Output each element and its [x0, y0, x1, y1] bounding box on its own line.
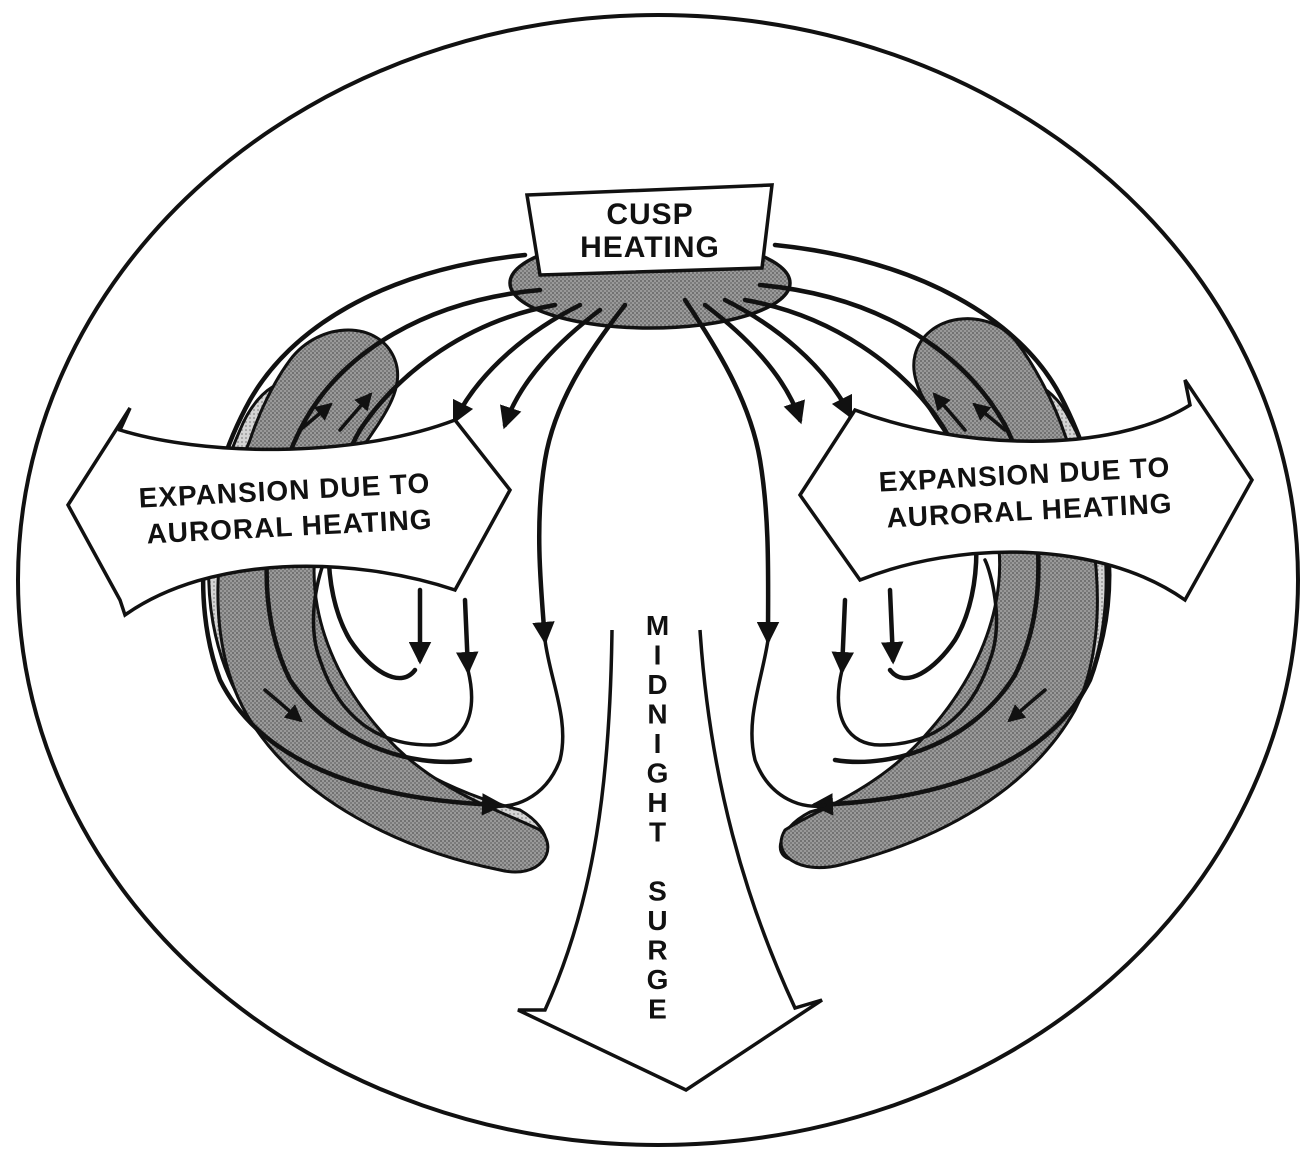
surge-letter: G	[647, 964, 670, 995]
surge-letter: I	[654, 728, 663, 759]
surge-letter: G	[647, 758, 670, 789]
surge-letter: H	[647, 787, 668, 818]
surge-letter: D	[647, 669, 668, 700]
cusp-label-line-2: HEATING	[580, 231, 720, 264]
surge-letter: R	[647, 935, 668, 966]
surge-letter: U	[647, 905, 668, 936]
surge-letter: M	[646, 610, 670, 641]
surge-letter: S	[648, 876, 668, 907]
surge-letter: T	[649, 817, 667, 848]
cusp-heating-callout: CUSP HEATING	[527, 185, 772, 275]
surge-letter: E	[648, 994, 668, 1025]
surge-letter: I	[654, 640, 663, 671]
surge-letter: N	[647, 699, 668, 730]
cusp-label-line-1: CUSP	[606, 198, 693, 231]
